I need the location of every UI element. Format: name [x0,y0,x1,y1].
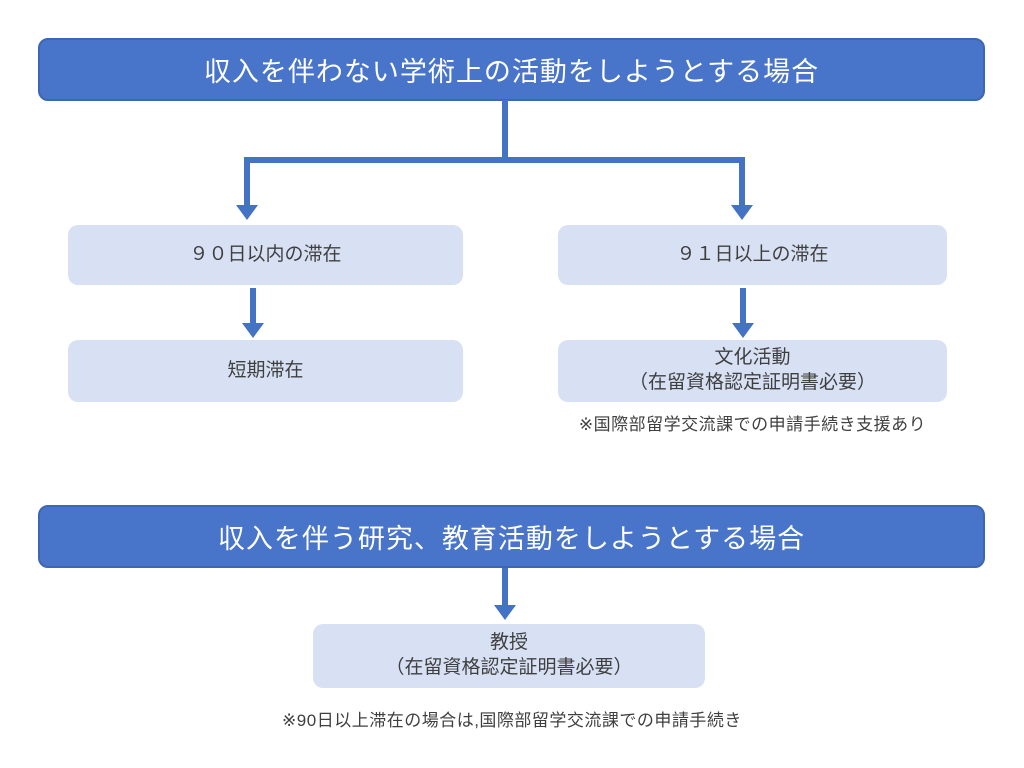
connector-stem-section1 [502,100,508,160]
connector-right-vertical [740,288,746,324]
node-professor: 教授 （在留資格認定証明書必要） [313,624,705,688]
node-label-line1: 文化活動 [714,347,791,369]
node-label-line2: （在留資格認定証明書必要） [628,372,876,393]
arrowhead-down-left2-icon [242,323,264,338]
footnote-application-procedure: ※90日以上滞在の場合は,国際部留学交流課での申請手続き [282,711,742,730]
section2-banner-label: 収入を伴う研究、教育活動をしようとする場合 [217,524,806,554]
connector-drop-right [739,157,745,206]
node-label: ９０日以内の滞在 [189,243,342,265]
node-label-line2: （在留資格認定証明書必要） [385,657,633,678]
connector-drop-left [244,157,250,206]
section1-banner: 収入を伴わない学術上の活動をしようとする場合 [38,38,985,101]
node-cultural-activities: 文化活動 （在留資格認定証明書必要） [558,340,947,402]
node-label: 短期滞在 [227,359,304,381]
node-stay-within-90-days: ９０日以内の滞在 [68,225,463,285]
arrowhead-down-left-icon [236,205,258,220]
connector-stem-section2 [502,568,508,606]
footnote-culture-support: ※国際部留学交流課での申請手続き支援あり [578,415,927,434]
node-stay-91-days-or-more: ９１日以上の滞在 [558,225,947,285]
connector-left-vertical [250,288,256,324]
arrowhead-down-center-icon [494,605,516,620]
arrowhead-down-right-icon [731,205,753,220]
node-label-line1: 教授 [489,632,528,654]
arrowhead-down-right2-icon [732,323,754,338]
node-short-term-stay: 短期滞在 [68,340,463,402]
section1-banner-label: 収入を伴わない学術上の活動をしようとする場合 [203,57,820,87]
connector-horizontal-section1 [244,157,745,163]
section2-banner: 収入を伴う研究、教育活動をしようとする場合 [38,505,985,568]
node-label: ９１日以上の滞在 [676,243,829,265]
